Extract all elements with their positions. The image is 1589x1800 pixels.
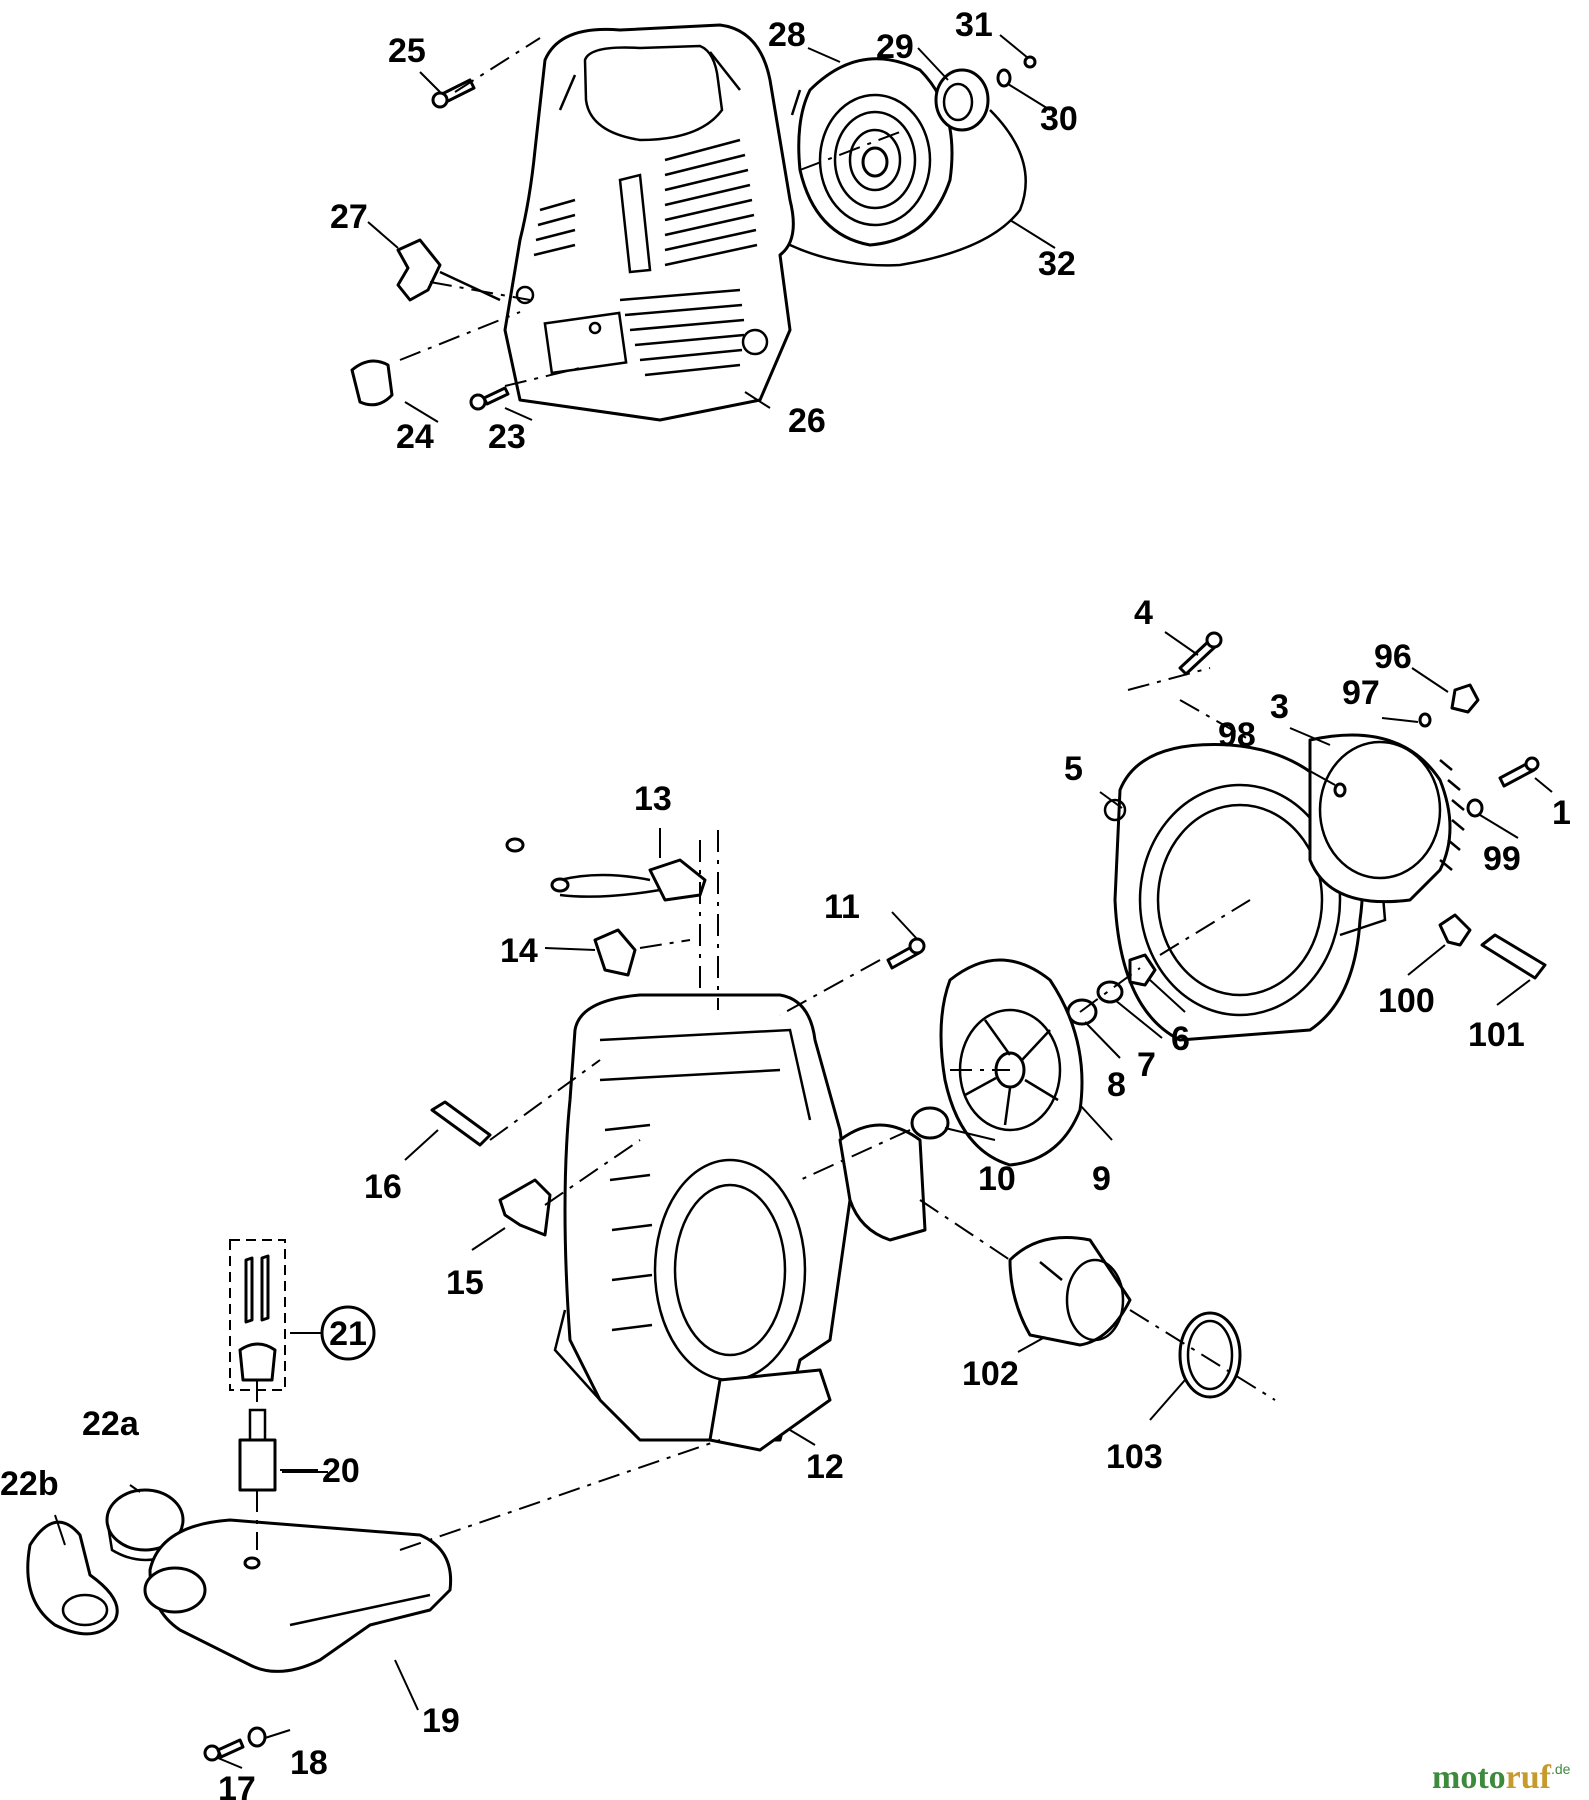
pin-101 xyxy=(1480,933,1547,980)
part-label-17: 17 xyxy=(218,1770,256,1800)
screw-1 xyxy=(1498,756,1540,788)
fuel-filter-20 xyxy=(238,1408,277,1492)
part-label-4: 4 xyxy=(1134,594,1153,632)
washer-97 xyxy=(1418,712,1432,728)
part-label-30: 30 xyxy=(1040,100,1078,138)
part-label-103: 103 xyxy=(1106,1438,1163,1476)
part-label-15: 15 xyxy=(446,1264,484,1302)
part-label-22b: 22b xyxy=(0,1465,59,1503)
label-21-circle xyxy=(320,1305,376,1361)
bracket-15 xyxy=(498,1178,552,1237)
clip-14 xyxy=(593,928,637,977)
washer-30 xyxy=(996,68,1012,88)
washer-7 xyxy=(1096,980,1124,1004)
washer-98 xyxy=(1333,782,1347,798)
part-label-14: 14 xyxy=(500,932,538,970)
blower-housing xyxy=(553,993,927,1452)
watermark-part1: moto xyxy=(1432,1759,1506,1796)
part-label-32: 32 xyxy=(1038,245,1076,283)
part-label-24: 24 xyxy=(396,418,434,456)
starter-recoil-spring xyxy=(790,57,954,247)
starter-pawl xyxy=(934,68,990,132)
strap-22b xyxy=(26,1520,119,1636)
clamp-103 xyxy=(1178,1311,1242,1399)
spring-100 xyxy=(1438,913,1472,947)
fan-housing-cover xyxy=(1103,743,1387,1042)
part-label-31: 31 xyxy=(955,6,993,44)
top-leader-lines xyxy=(367,34,1056,423)
watermark-part2: ruf xyxy=(1506,1759,1552,1796)
washer-10 xyxy=(910,1106,950,1140)
pin-16 xyxy=(430,1100,492,1147)
part-label-29: 29 xyxy=(876,28,914,66)
part-label-19: 19 xyxy=(422,1702,460,1740)
fuel-filter-kit-box xyxy=(229,1239,286,1391)
screw-23 xyxy=(469,386,510,411)
fan-impeller xyxy=(939,958,1084,1167)
part-label-12: 12 xyxy=(806,1448,844,1486)
starter-rope xyxy=(789,109,1027,267)
sensor-module xyxy=(505,837,707,902)
part-label-22a: 22a xyxy=(82,1405,140,1443)
starter-cover-3 xyxy=(1308,733,1465,904)
part-label-13: 13 xyxy=(634,780,672,818)
part-label-6: 6 xyxy=(1171,1020,1190,1058)
part-label-11: 11 xyxy=(824,888,860,926)
part-label-8: 8 xyxy=(1107,1066,1126,1104)
part-label-28: 28 xyxy=(768,16,806,54)
part-label-99: 99 xyxy=(1483,840,1521,878)
part-label-23: 23 xyxy=(488,418,526,456)
part-label-96: 96 xyxy=(1374,638,1412,676)
part-label-7: 7 xyxy=(1137,1046,1156,1084)
part-label-3: 3 xyxy=(1270,688,1289,726)
starter-handle xyxy=(396,238,501,302)
washer-99 xyxy=(1466,798,1484,818)
engine-cover-housing xyxy=(503,23,795,422)
bottom-leader-lines xyxy=(54,631,1553,1769)
part-label-98: 98 xyxy=(1218,716,1256,754)
part-label-101: 101 xyxy=(1468,1016,1525,1054)
part-label-18: 18 xyxy=(290,1744,328,1782)
part-label-26: 26 xyxy=(788,402,826,440)
part-label-21: 21 xyxy=(329,1315,367,1353)
washer-18 xyxy=(247,1726,267,1748)
part-label-102: 102 xyxy=(962,1355,1019,1393)
part-label-5: 5 xyxy=(1064,750,1083,788)
part-label-27: 27 xyxy=(330,198,368,236)
part-label-9: 9 xyxy=(1092,1160,1111,1198)
fuel-tank xyxy=(143,1518,453,1673)
part-label-25: 25 xyxy=(388,32,426,70)
part-label-10: 10 xyxy=(978,1160,1016,1198)
screw-17 xyxy=(203,1738,245,1762)
part-label-20: 20 xyxy=(322,1452,360,1490)
watermark-part3: .de xyxy=(1551,1761,1571,1777)
part-label-97: 97 xyxy=(1342,674,1380,712)
part-label-1: 1 xyxy=(1552,794,1571,832)
nozzle-adapter xyxy=(1008,1236,1132,1347)
screw-31 xyxy=(1023,55,1037,69)
nut-6 xyxy=(1128,953,1157,987)
knob-24 xyxy=(350,359,394,407)
nut-96 xyxy=(1450,683,1480,714)
part-label-16: 16 xyxy=(364,1168,402,1206)
screw-11 xyxy=(886,937,926,970)
watermark-logo: motoruf.de xyxy=(1432,1759,1571,1796)
screw-4 xyxy=(1178,631,1223,676)
part-label-100: 100 xyxy=(1378,982,1435,1020)
